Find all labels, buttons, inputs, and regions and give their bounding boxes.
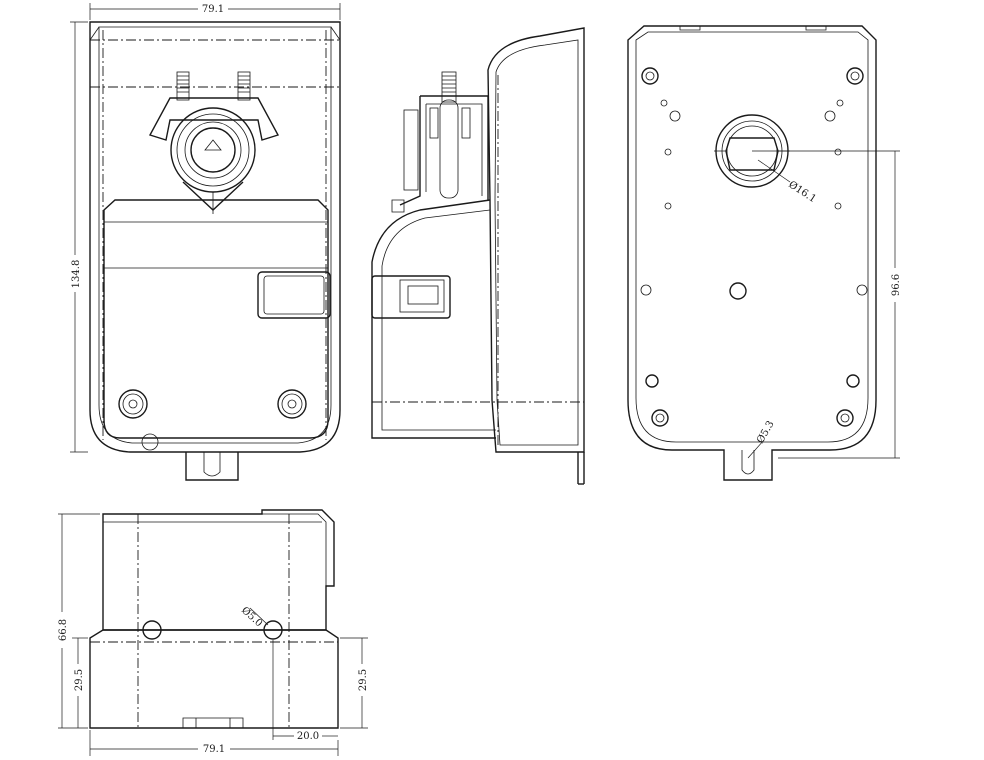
side-screw-threads: [442, 75, 456, 93]
side-latch-body: [399, 279, 445, 313]
front-screw-bottom-left: [118, 389, 148, 419]
leader-shaft-dia: [757, 159, 791, 183]
side-clamp-inner: [425, 103, 483, 196]
front-bottom-hole: [141, 433, 159, 451]
back-hole-3: [824, 110, 836, 122]
back-shaft-hole: [725, 137, 779, 171]
side-bracket: [403, 109, 419, 191]
side-latch: [371, 275, 451, 319]
side-stop: [391, 199, 405, 213]
back-plate-inner: [635, 31, 869, 443]
front-bevel-right: [330, 26, 341, 41]
back-mount-slot: [741, 450, 755, 475]
side-cover-outline: [487, 27, 585, 453]
front-lower-housing: [103, 199, 329, 439]
back-hole-12: [846, 374, 860, 388]
front-shaft-hole: [190, 127, 236, 173]
side-screw: [441, 71, 457, 103]
front-body-inner: [98, 26, 332, 444]
back-hole-4: [836, 99, 844, 107]
bottom-hole: [263, 620, 283, 640]
dim-offset: 20.0: [297, 731, 319, 742]
front-latch: [257, 271, 331, 319]
front-screw-right: [237, 71, 251, 101]
bottom-cover-edge: [262, 513, 327, 586]
front-body-outline: [89, 21, 341, 453]
back-screw-bottom-right: [836, 409, 854, 427]
front-view: 79.1 134.8: [70, 3, 341, 481]
dim-base-height-right: 29.5: [358, 669, 369, 691]
dim-front-width: 79.1: [202, 4, 224, 15]
front-latch-inner: [263, 275, 325, 315]
bottom-base: [89, 629, 339, 729]
label-hole-dia: Ø5.0: [239, 605, 264, 629]
back-view: 96.6 Ø16.1 Ø5.3: [627, 25, 902, 481]
back-screw-bottom-left: [651, 409, 669, 427]
front-shaft-clamp: [148, 97, 280, 141]
back-hole-2: [669, 110, 681, 122]
label-shaft-dia: Ø16.1: [786, 179, 818, 205]
back-hole-10: [856, 284, 868, 296]
dim-base-height-left: 29.5: [74, 669, 85, 691]
front-mounting-tab: [185, 452, 239, 481]
side-cover-inner: [494, 39, 579, 446]
leader-hole-dia: [249, 607, 269, 626]
side-clamp-jaw-left: [429, 107, 439, 139]
back-hole-6: [834, 148, 842, 156]
side-latch-button: [407, 285, 439, 305]
dim-front-height: 134.8: [71, 260, 82, 289]
front-shaft-key: [204, 139, 222, 151]
back-screw-top-right: [846, 67, 864, 85]
label-slot-dia: Ø5.3: [755, 419, 777, 445]
side-housing-inner: [381, 209, 496, 431]
side-clamp: [399, 95, 489, 206]
back-hole-8: [834, 202, 842, 210]
back-top-notches: [679, 26, 827, 31]
side-view: [371, 27, 585, 485]
bottom-tab: [182, 717, 244, 728]
front-bevel-left: [89, 26, 100, 41]
dim-bottom-height: 66.8: [58, 619, 69, 641]
front-screw-bottom-right: [277, 389, 307, 419]
back-screw-top-left: [641, 67, 659, 85]
side-clamp-jaw-right: [461, 107, 471, 139]
back-hole-center: [729, 282, 747, 300]
front-clamp-ring-mid: [176, 113, 250, 187]
front-screw-left: [176, 71, 190, 101]
back-hole-5: [664, 148, 672, 156]
leader-slot-dia: [747, 439, 765, 459]
dim-bottom-width: 79.1: [203, 744, 225, 755]
back-hole-7: [664, 202, 672, 210]
dim-back-height: 96.6: [891, 274, 902, 296]
back-hole-1: [660, 99, 668, 107]
back-plate-outline: [627, 25, 877, 481]
back-hole-9: [640, 284, 652, 296]
side-housing: [371, 199, 496, 439]
front-gear-teeth: [184, 121, 242, 179]
back-hole-11: [645, 374, 659, 388]
side-shaft: [439, 99, 459, 199]
front-tab-slot: [203, 452, 221, 477]
bottom-hole-left: [142, 620, 162, 640]
bottom-view: Ø5.0 66.8 29.5 29.5 20.0 79.1: [58, 509, 369, 756]
